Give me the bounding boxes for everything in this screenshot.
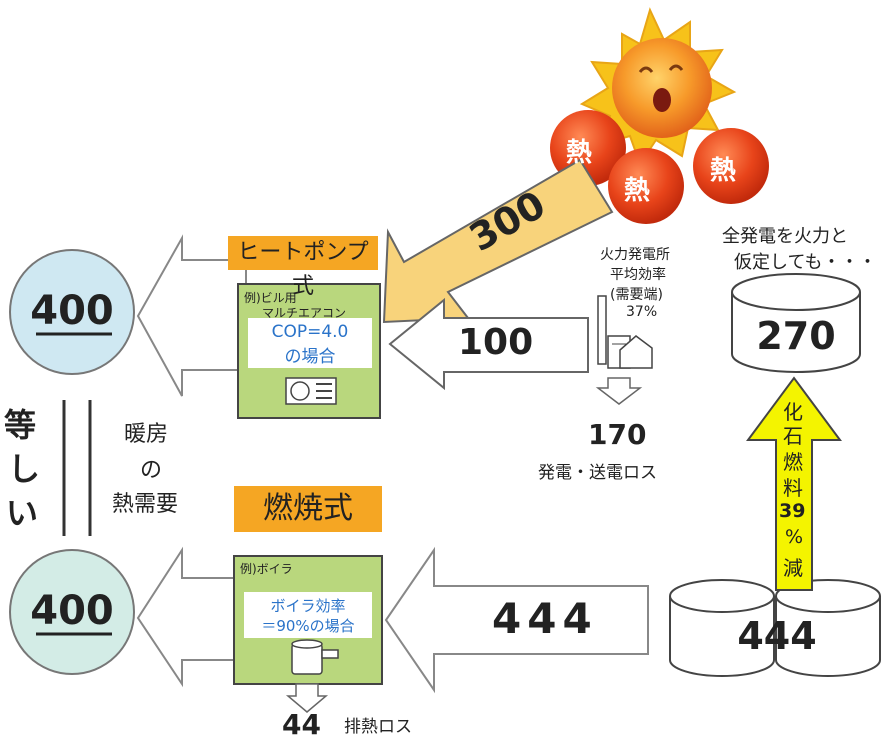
power-loss-arrow [595, 377, 643, 405]
boiler-output-arrow [136, 546, 235, 688]
boiler-example: 例)ボイラ [240, 562, 293, 576]
fuel-heat-pump-value: 270 [756, 314, 836, 358]
fuel-cylinder-boiler [669, 579, 881, 677]
heat-pump-output-circle [9, 249, 135, 375]
assumption-line1: 全発電を火力と [722, 226, 848, 247]
fuel-reduction-arrow [746, 376, 842, 591]
fuel-cylinder-heat-pump [731, 273, 861, 373]
exhaust-loss-label: 排熱ロス [344, 717, 412, 737]
reduction-c5: 39 [779, 500, 806, 522]
heat-ball-icon [608, 148, 684, 224]
exhaust-loss-arrow [285, 683, 329, 713]
air-conditioner-icon [285, 377, 337, 405]
heat-pump-cop: COP=4.0 [271, 322, 349, 342]
boiler-input-arrow [384, 546, 649, 694]
heat-label-2: 熱 [624, 176, 651, 206]
heat-ball-icon [693, 128, 769, 204]
demand-line2: の [140, 458, 163, 483]
boiler-efficiency-line2: ＝90%の場合 [261, 617, 355, 635]
power-loss-label: 発電・送電ロス [538, 463, 657, 483]
demand-line1: 暖房 [124, 422, 169, 447]
fuel-boiler-value: 444 [737, 614, 817, 658]
heat-pump-cop-case: の場合 [284, 347, 336, 367]
reduction-c6: % [785, 526, 804, 548]
power-loss-value: 170 [588, 418, 647, 451]
reduction-c4: 料 [783, 476, 803, 500]
plant-efficiency-label: 平均効率 [610, 267, 666, 283]
power-plant-icon [597, 295, 653, 369]
plant-efficiency-value: 37% [626, 304, 658, 320]
plant-title: 火力発電所 [600, 247, 670, 263]
combustion-label: 燃焼式 [234, 486, 382, 532]
equal-c1: 等 [4, 406, 37, 444]
heat-pump-output-arrow [136, 234, 247, 397]
heat-pump-output-value: 400 [30, 288, 114, 334]
reduction-c3: 燃 [783, 450, 803, 474]
plant-demand-end: (需要端) [610, 287, 663, 303]
electric-input-arrow [388, 297, 589, 391]
assumption-line2: 仮定しても・・・ [734, 252, 877, 273]
reduction-c2: 石 [783, 424, 803, 448]
boiler-icon [291, 639, 339, 675]
solar-heat-arrow [382, 158, 614, 324]
electric-input-value: 100 [458, 322, 534, 363]
heat-pump-example-sub: マルチエアコン [262, 306, 347, 320]
boiler-efficiency-line1: ボイラ効率 [270, 597, 346, 615]
heat-pump-example: 例)ビル用 [244, 291, 297, 305]
heat-pump-label: ヒートポンプ式 [228, 236, 378, 299]
boiler-input-value: 444 [492, 594, 598, 643]
heat-label-1: 熱 [566, 138, 593, 168]
heat-label-3: 熱 [710, 156, 737, 186]
reduction-c1: 化 [783, 400, 803, 424]
boiler-output-circle [9, 549, 135, 675]
reduction-c7: 減 [783, 556, 803, 580]
boiler-output-value: 400 [30, 588, 114, 634]
sun-icon [579, 7, 737, 167]
exhaust-loss-value: 44 [282, 708, 321, 741]
demand-line3: 熱需要 [112, 492, 179, 517]
equal-c3: い [6, 494, 39, 532]
equal-c2: し [8, 450, 41, 488]
